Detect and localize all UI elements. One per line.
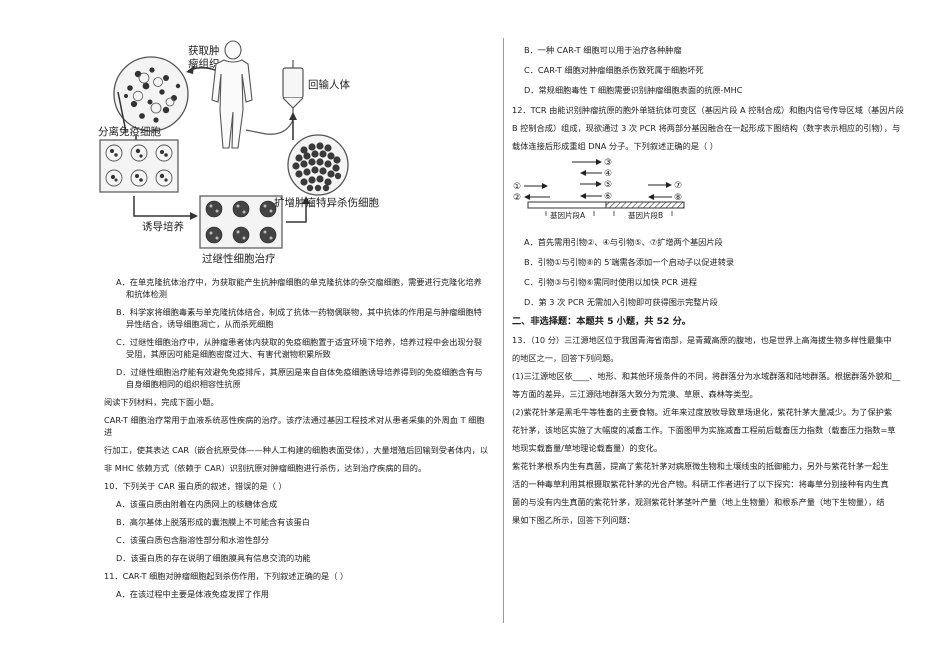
- left-column: A．在单克隆抗体治疗中，为获取能产生抗肿瘤细胞的单克隆抗体的杂交瘤细胞，需要进行…: [104, 276, 492, 600]
- label-induce: 诱导培养: [142, 220, 184, 233]
- question-13-l9: 活的一种毒草利用其根摄取紫花针茅的光合产物。科研工作者进行了以下探究：将毒草分别…: [512, 479, 889, 489]
- primer-4-label: ④: [604, 169, 612, 179]
- q12-option-c: C．引物③与引物⑥需同时使用以加快 PCR 进程: [524, 277, 697, 287]
- question-13-l4: 等方面的差异，三江源陆地群落大致分为荒漠、草原、森林等类型。: [512, 389, 758, 399]
- label-get-tissue-2: 瘤组织: [188, 57, 220, 70]
- primer-2-label: ②: [513, 193, 521, 203]
- q10-option-b: B．高尔基体上脱落形成的囊泡膜上不可能含有该蛋白: [116, 517, 310, 527]
- question-12-l1: 12．TCR 由能识别肿瘤抗原的胞外单链抗体可变区（基因片段 A 控制合成）和胞…: [512, 105, 904, 115]
- segment-b-label: 基因片段B: [628, 210, 663, 220]
- segment-a-label: 基因片段A: [550, 210, 586, 220]
- question-13-l11: 果如下图乙所示，回答下列问题：: [512, 515, 635, 525]
- primer-7-label: ⑦: [674, 181, 682, 191]
- label-separate: 分离免疫细胞: [98, 125, 161, 138]
- q9-option-a-l1: A．在单克隆抗体治疗中，为获取能产生抗肿瘤细胞的单克隆抗体的杂交瘤细胞，需要进行…: [116, 277, 482, 287]
- arrow-separate-to-adoptive: [133, 196, 198, 220]
- arrow-expand-to-bag: [289, 112, 297, 140]
- primer-diagram: 基因片段A 基因片段B ① ② ③ ④ ⑤ ⑥ ⑦: [513, 158, 685, 220]
- q11-option-d: D．常规细胞毒性 T 细胞需要识别肿瘤细胞表面的抗原-MHC: [524, 85, 743, 95]
- q12-option-a: A．首先需用引物②、④与引物⑤、⑦扩增两个基因片段: [524, 237, 723, 247]
- question-13-l1: 13．（10 分）三江源地区位于我国青海省南部，是青藏高原的腹地，也是世界上高海…: [512, 335, 892, 345]
- arrow-adoptive-to-expand: [286, 196, 310, 223]
- q11-option-a: A．在该过程中主要是体液免疫发挥了作用: [116, 589, 269, 599]
- label-get-tissue-1: 获取肿: [188, 44, 220, 57]
- tumor-tissue-dish: [113, 56, 189, 132]
- question-12-l2: B 控制合成）组成，现欲通过 3 次 PCR 将两部分基因融合在一起形成下图结构…: [512, 123, 901, 133]
- passage-line-3: 非 MHC 依赖方式（依赖于 CAR）识别抗原对肿瘤细胞进行杀伤，达到治疗疾病的…: [104, 463, 427, 473]
- question-13-l3: (1)三江源地区依____、地形、和其他环境条件的不同，将群落分为水域群落和陆地…: [512, 371, 901, 381]
- expanded-cells-dish: [287, 134, 349, 196]
- q9-option-c-l1: C．过继性细胞治疗中，从肿瘤患者体内获取的免疫细胞置于适宜环境下培养，培养过程中…: [116, 337, 482, 347]
- label-adoptive: 过继性细胞治疗: [202, 252, 276, 265]
- human-figure: [211, 40, 253, 149]
- question-10: 10．下列关于 CAR 蛋白质的叙述，错误的是（ ）: [104, 481, 287, 491]
- primer-5-label: ⑤: [604, 180, 612, 190]
- label-expand: 扩增肿瘤特异杀伤细胞: [274, 196, 379, 209]
- question-11: 11．CAR-T 细胞对肿瘤细胞起到杀伤作用，下列叙述正确的是（ ）: [104, 571, 349, 581]
- q9-option-c-l2: 受阻，其原因可能是细胞密度过大、有害代谢物积累所致: [126, 349, 331, 359]
- question-13-l7: 地现实载畜量/草地理论载畜量）的变化。: [512, 443, 663, 453]
- question-13-l8: 紫花针茅根系内生有真菌，提高了紫花针茅对病原微生物和土壤线虫的抵御能力，另外与紫…: [512, 461, 889, 471]
- separated-cells-plate: [99, 139, 179, 193]
- question-13-l10: 菌的与没有内生真菌的紫花针茅，观测紫花针茅茎叶产量（地上生物量）和根系产量（地下…: [512, 497, 885, 507]
- infusion-bag: [245, 60, 304, 135]
- question-13-l6: 花针茅，该地区实施了大幅度的减畜工作。下面图甲为实施减畜工程前后载畜压力指数（载…: [512, 425, 896, 435]
- primer-8-label: ⑧: [674, 193, 682, 203]
- adoptive-cell-therapy-figure: 获取肿 瘤组织 回输人体 分离免疫细胞: [98, 40, 379, 265]
- q11-option-b: B．一种 CAR-T 细胞可以用于治疗各种肿瘤: [524, 45, 682, 55]
- q9-option-d-l1: D．过继性细胞治疗能有效避免免疫排斥，其原因是来自自体免疫细胞诱导培养得到的免疫…: [116, 367, 483, 377]
- section-2-heading: 二、非选择题：本题共 5 小题，共 52 分。: [512, 316, 691, 327]
- passage-intro: 阅读下列材料，完成下面小题。: [104, 397, 219, 407]
- column-divider: [503, 38, 504, 623]
- q12-option-d: D．第 3 次 PCR 无需加入引物即可获得图示完整片段: [524, 297, 718, 307]
- question-13-l2: 的地区之一，回答下列问题。: [512, 353, 619, 363]
- adoptive-cells-plate: [199, 195, 283, 249]
- right-column-lower: A．首先需用引物②、④与引物⑤、⑦扩增两个基因片段 B．引物①与引物⑧的 5′端…: [512, 236, 914, 526]
- question-13-l5: (2)紫花针茅是黑毛牛等牲畜的主要食物。近年来过度放牧导致草场退化，紫花针茅大量…: [512, 407, 893, 417]
- q11-option-c: C．CAR-T 细胞对肿瘤细胞杀伤致死属于细胞坏死: [524, 65, 704, 75]
- q10-option-c: C．该蛋白质包含脂溶性部分和水溶性部分: [116, 535, 270, 545]
- q10-option-d: D．该蛋白质的存在说明了细胞膜具有信息交流的功能: [116, 553, 311, 563]
- q9-option-a-l2: 和抗体检测: [126, 289, 167, 299]
- q9-option-b-l1: B．科学家将细胞毒素与单克隆抗体结合，制成了抗体一药物偶联物，其中抗体的作用是与…: [116, 307, 482, 317]
- right-column: B．一种 CAR-T 细胞可以用于治疗各种肿瘤 C．CAR-T 细胞对肿瘤细胞杀…: [512, 44, 914, 152]
- q9-option-d-l2: 自身细胞相同的组织相容性抗原: [126, 379, 241, 389]
- primer-3-label: ③: [604, 158, 612, 168]
- q12-option-b: B．引物①与引物⑧的 5′端需各添加一个启动子以促进转录: [524, 257, 735, 267]
- q10-option-a: A．该蛋白质由附着在内质网上的核糖体合成: [116, 499, 278, 509]
- primer-1-label: ①: [513, 182, 521, 192]
- primer-6-label: ⑥: [604, 192, 612, 202]
- label-infuse-back: 回输人体: [308, 78, 350, 91]
- question-12-l3: 载体连接后形成重组 DNA 分子。下列叙述正确的是（ ）: [512, 141, 718, 151]
- passage-line-1: CAR-T 细胞治疗常用于血液系统恶性疾病的治疗。该疗法通过基因工程技术对从患者…: [104, 415, 485, 437]
- q9-option-b-l2: 异性结合，诱导细胞凋亡，从而杀死细胞: [126, 319, 274, 329]
- passage-line-2: 行加工，使其表达 CAR（嵌合抗原受体——种人工构建的细胞表面受体），大量增殖后…: [104, 445, 488, 455]
